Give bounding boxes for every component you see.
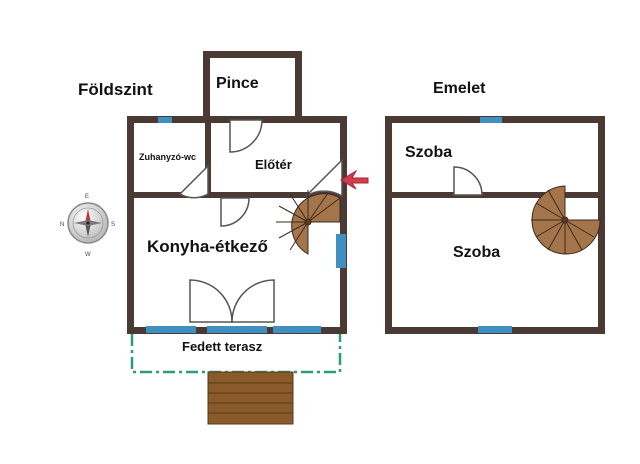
compass-letter-e: E	[85, 194, 89, 200]
ground-floor-doors	[178, 119, 343, 323]
room-label-konyha: Konyha-étkező	[147, 237, 268, 256]
upper-floor-doors	[453, 166, 483, 196]
wooden-deck	[207, 371, 294, 425]
room-label-szoba-top: Szoba	[405, 144, 452, 161]
compass-letter-w: W	[85, 252, 91, 258]
ground-floor-title: Földszint	[78, 80, 153, 99]
ground-floor-windows	[146, 117, 346, 333]
compass-letter-s: S	[111, 222, 115, 228]
entrance-arrow-icon	[340, 169, 369, 190]
upper-spiral-stairs	[531, 185, 601, 255]
room-label-szoba-bottom: Szoba	[453, 244, 500, 261]
upper-floor-title: Emelet	[433, 80, 486, 97]
room-label-zuhanyzo: Zuhanyzó-wc	[139, 152, 196, 162]
upper-floor-windows	[478, 117, 512, 333]
compass-icon: E N S W	[60, 194, 115, 258]
ground-spiral-stairs	[276, 190, 341, 255]
room-label-terasz: Fedett terasz	[182, 339, 263, 354]
room-label-eloter: Előtér	[255, 157, 292, 172]
room-label-pince: Pince	[216, 75, 259, 92]
compass-letter-n: N	[60, 222, 64, 228]
